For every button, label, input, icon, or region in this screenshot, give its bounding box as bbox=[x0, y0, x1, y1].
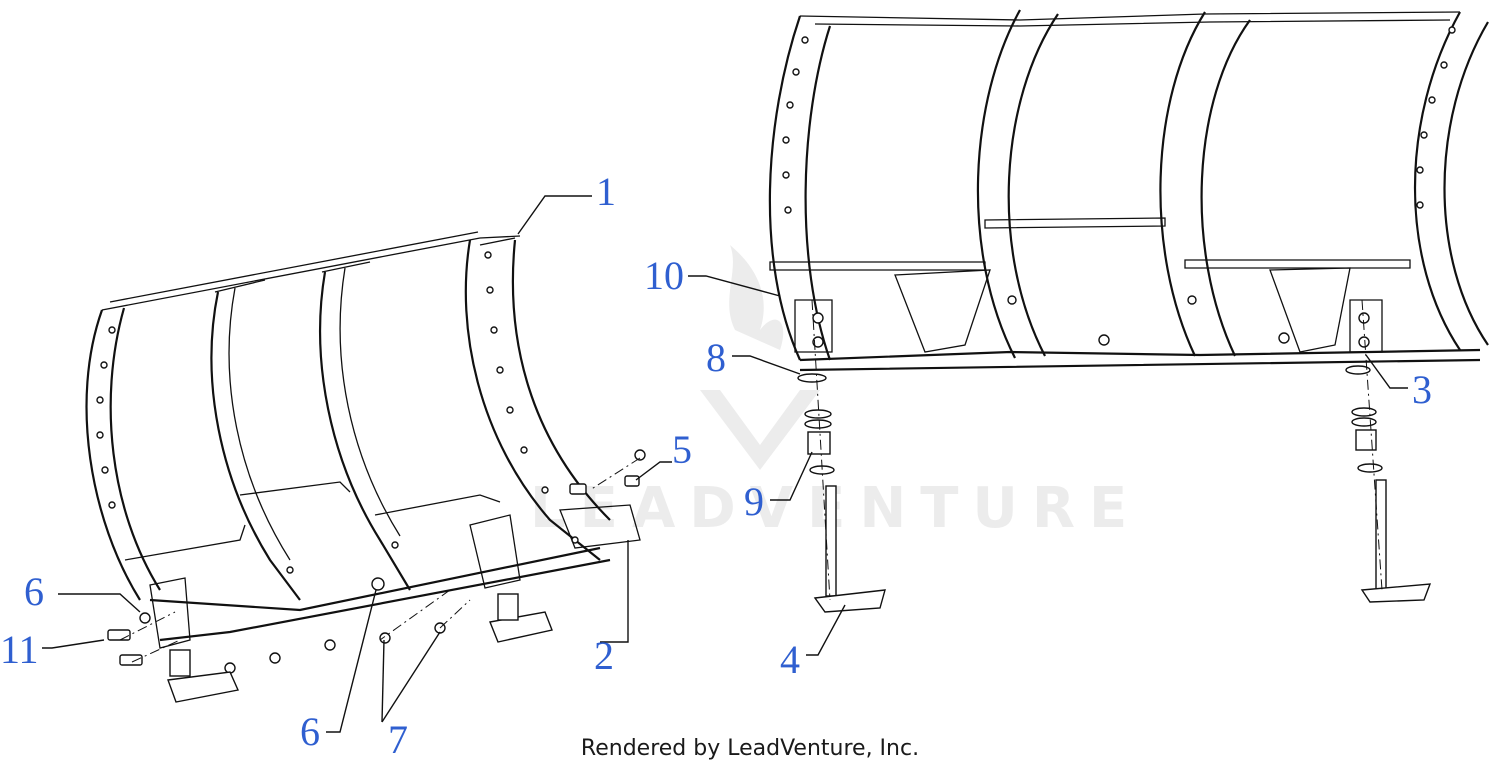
leader-3 bbox=[1365, 354, 1408, 389]
leader-1 bbox=[517, 195, 592, 235]
callout-6-left: 6 bbox=[24, 569, 44, 614]
callout-2: 2 bbox=[594, 633, 614, 678]
callout-7: 7 bbox=[388, 717, 408, 762]
leader-6a bbox=[58, 593, 141, 613]
leader-9 bbox=[770, 451, 813, 501]
callout-10: 10 bbox=[644, 253, 684, 298]
leader-5 bbox=[635, 461, 672, 481]
callout-6-bottom: 6 bbox=[300, 709, 320, 754]
leader-10 bbox=[688, 275, 781, 297]
blade-assembly-front bbox=[768, 9, 1489, 613]
leader-7a bbox=[381, 639, 385, 723]
leader-7b bbox=[381, 631, 441, 723]
leader-8 bbox=[732, 355, 801, 375]
render-credit: Rendered by LeadVenture, Inc. bbox=[580, 736, 920, 761]
callout-1: 1 bbox=[596, 169, 616, 214]
leader-6b bbox=[326, 589, 377, 733]
callout-5: 5 bbox=[672, 427, 692, 472]
leader-lines bbox=[42, 195, 1408, 733]
leader-2 bbox=[600, 540, 629, 643]
watermark-logo bbox=[700, 245, 820, 470]
callout-8: 8 bbox=[706, 335, 726, 380]
callout-3: 3 bbox=[1412, 367, 1432, 412]
leader-4 bbox=[806, 604, 846, 656]
callout-11: 11 bbox=[0, 627, 39, 672]
callout-4: 4 bbox=[780, 637, 800, 682]
blade-assembly-angled bbox=[85, 231, 646, 703]
leader-11 bbox=[42, 639, 105, 649]
callout-9: 9 bbox=[744, 479, 764, 524]
